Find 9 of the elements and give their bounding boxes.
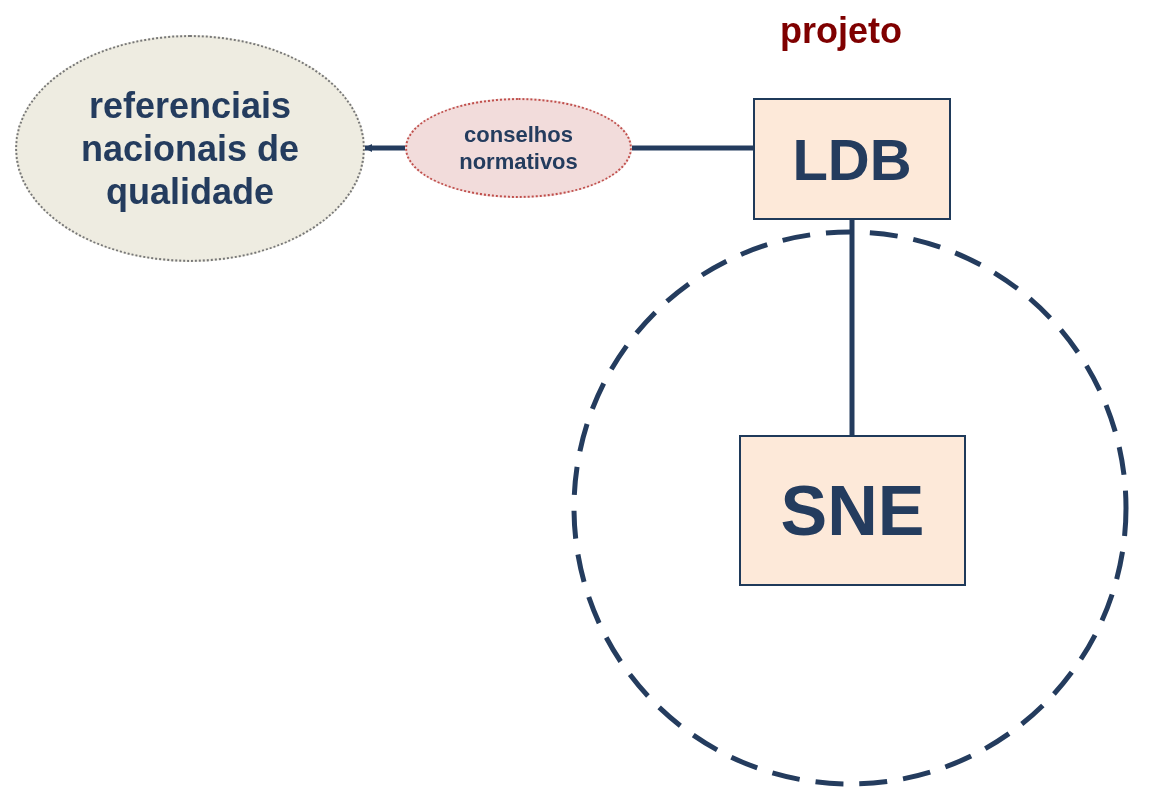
ellipse-node: conselhos normativos bbox=[405, 98, 632, 198]
heading-text: projeto bbox=[780, 10, 902, 52]
connector-line bbox=[849, 220, 855, 435]
process-box: SNE bbox=[739, 435, 966, 586]
ellipse-node: referenciais nacionais de qualidade bbox=[15, 35, 365, 262]
dashed-circle bbox=[570, 228, 1130, 788]
connector-line bbox=[632, 145, 753, 151]
arrow bbox=[364, 144, 405, 152]
process-box: LDB bbox=[753, 98, 951, 220]
